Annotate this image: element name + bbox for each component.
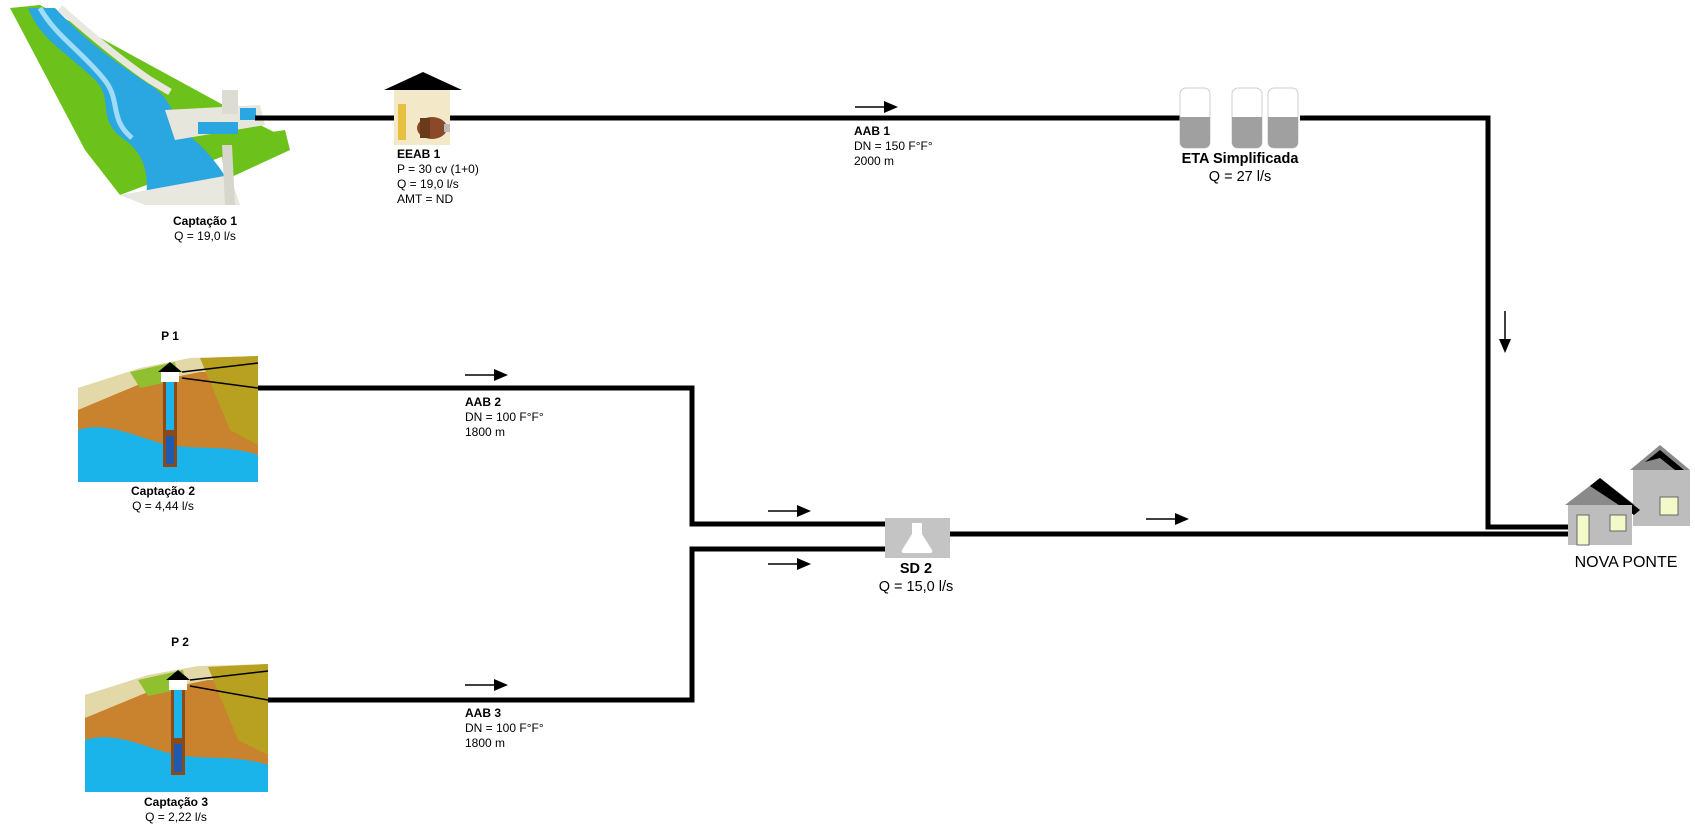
treatment-tanks-icon xyxy=(1179,87,1299,149)
eeab1-amt: AMT = ND xyxy=(397,192,454,206)
aab1-length: 2000 m xyxy=(854,154,895,168)
eeab1-label: EEAB 1 P = 30 cv (1+0) Q = 19,0 l/s AMT … xyxy=(397,147,479,207)
flask-icon xyxy=(885,518,950,558)
arrow-right-icon xyxy=(1146,513,1189,525)
captacao3-name: Captação 3 xyxy=(143,795,209,809)
captacao2-flow: Q = 4,44 l/s xyxy=(132,499,194,513)
sd2-label: SD 2 Q = 15,0 l/s xyxy=(856,560,976,596)
pipe-aab2 xyxy=(258,385,885,527)
house-icon xyxy=(1630,445,1690,526)
aab2-label: AAB 2 DN = 100 F°F° 1800 m xyxy=(465,395,544,440)
pipe-eta-to-city xyxy=(1300,115,1575,530)
p2-label: P 2 xyxy=(171,635,189,649)
city-label: NOVA PONTE xyxy=(1574,554,1678,571)
aab1-label: AAB 1 DN = 150 F°F° 2000 m xyxy=(854,124,933,169)
aab2-length: 1800 m xyxy=(465,425,506,439)
p1-label: P 1 xyxy=(161,329,179,343)
eeab1-flow: Q = 19,0 l/s xyxy=(397,177,459,191)
tank-icon xyxy=(1179,87,1211,149)
tank-icon xyxy=(1267,87,1299,149)
captacao1-name: Captação 1 xyxy=(172,214,238,228)
aab3-label: AAB 3 DN = 100 F°F° 1800 m xyxy=(465,706,544,751)
sd2-name: SD 2 xyxy=(899,561,933,577)
eta-name: ETA Simplificada xyxy=(1181,151,1299,167)
arrow-down-icon xyxy=(1499,311,1511,353)
arrow-right-icon xyxy=(465,679,508,691)
arrow-right-icon xyxy=(855,101,898,113)
sd2-flow: Q = 15,0 l/s xyxy=(878,579,954,595)
eta-label: ETA Simplificada Q = 27 l/s xyxy=(1150,150,1330,186)
pipes xyxy=(255,115,1575,703)
captacao3-flow: Q = 2,22 l/s xyxy=(145,810,207,824)
house-icon xyxy=(1565,478,1640,546)
captacao1-flow: Q = 19,0 l/s xyxy=(174,229,236,243)
river-intake-icon xyxy=(10,5,290,205)
aab3-dn: DN = 100 F°F° xyxy=(465,721,544,735)
tank-icon xyxy=(1231,87,1263,149)
eeab1-power: P = 30 cv (1+0) xyxy=(397,162,479,176)
captacao2-name: Captação 2 xyxy=(130,484,196,498)
aab1-dn: DN = 150 F°F° xyxy=(854,139,933,153)
aab3-length: 1800 m xyxy=(465,736,506,750)
well-icon xyxy=(78,356,259,482)
pump-station-icon xyxy=(384,72,462,145)
arrow-right-icon xyxy=(768,505,811,517)
well-icon xyxy=(85,664,269,792)
flow-arrows xyxy=(465,101,1511,691)
aab1-name: AAB 1 xyxy=(854,124,891,138)
aab3-name: AAB 3 xyxy=(465,706,502,720)
captacao3-label: Captação 3 Q = 2,22 l/s xyxy=(106,795,246,825)
aab2-name: AAB 2 xyxy=(465,395,502,409)
arrow-right-icon xyxy=(465,369,508,381)
arrow-right-icon xyxy=(768,558,811,570)
captacao1-label: Captação 1 Q = 19,0 l/s xyxy=(135,214,275,244)
eta-flow: Q = 27 l/s xyxy=(1208,169,1272,185)
houses-icon xyxy=(1565,445,1690,546)
eeab1-name: EEAB 1 xyxy=(397,147,441,161)
aab2-dn: DN = 100 F°F° xyxy=(465,410,544,424)
captacao2-label: Captação 2 Q = 4,44 l/s xyxy=(93,484,233,514)
pipe-aab3 xyxy=(265,546,885,703)
